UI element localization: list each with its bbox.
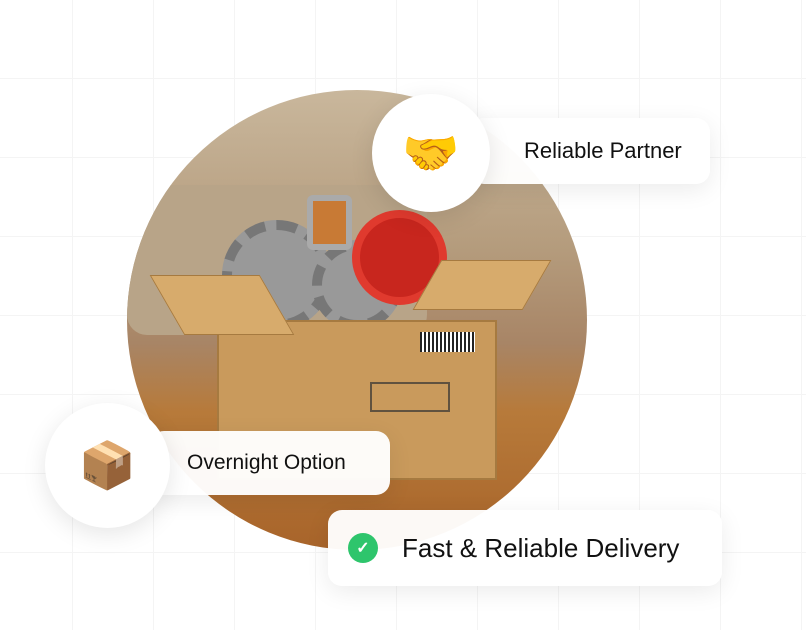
reliable-partner-badge: Reliable Partner xyxy=(470,118,710,184)
barcode xyxy=(420,332,475,352)
badge-label: Reliable Partner xyxy=(524,138,682,163)
fast-delivery-badge: ✓ Fast & Reliable Delivery xyxy=(328,510,722,586)
handshake-icon: 🤝 xyxy=(372,94,490,212)
overnight-option-badge: Overnight Option xyxy=(150,431,390,495)
badge-label: Fast & Reliable Delivery xyxy=(402,532,680,563)
oil-filter xyxy=(307,195,352,250)
badge-label: Overnight Option xyxy=(187,451,346,474)
handling-symbols xyxy=(370,382,450,412)
check-circle-icon: ✓ xyxy=(348,533,378,563)
night-delivery-icon: 📦 xyxy=(45,403,170,528)
